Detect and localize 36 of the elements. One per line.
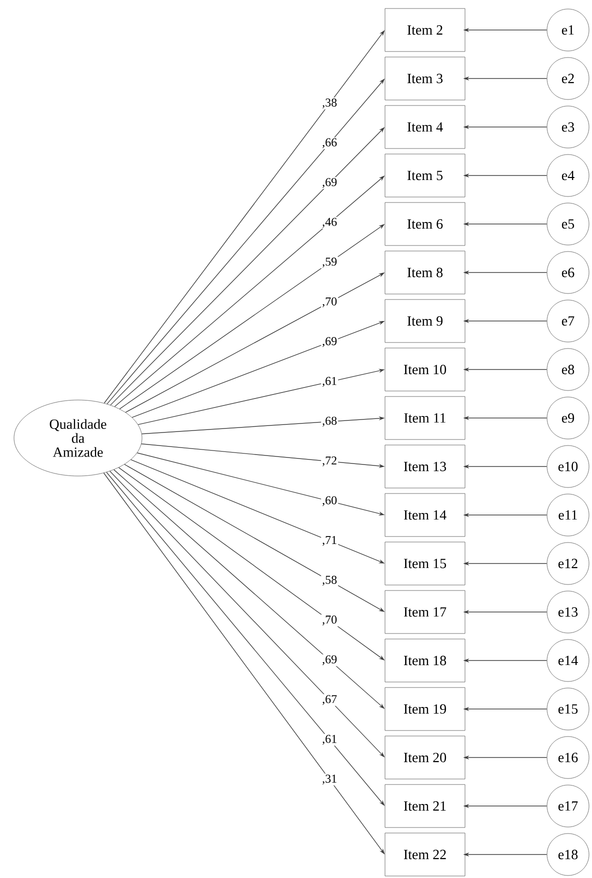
item-box: Item 15 <box>384 542 466 586</box>
item-box: Item 21 <box>384 784 466 828</box>
edge-label: ,68 <box>321 416 338 428</box>
item-box: Item 17 <box>384 590 466 634</box>
edge-label: ,61 <box>321 734 338 746</box>
edge-label: ,70 <box>321 296 338 308</box>
edge-label: ,61 <box>321 376 338 388</box>
edge-label: ,59 <box>321 256 338 268</box>
edge-label: ,71 <box>321 535 338 547</box>
item-box: Item 11 <box>384 396 466 440</box>
edge-label: ,69 <box>321 177 338 189</box>
item-box: Item 13 <box>384 444 466 488</box>
edge-label: ,72 <box>321 455 338 468</box>
edge-label: ,46 <box>321 216 338 229</box>
item-box: Item 6 <box>384 202 466 246</box>
item-box: Item 18 <box>384 638 466 682</box>
item-box: Item 5 <box>384 154 466 198</box>
item-box: Item 22 <box>384 832 466 876</box>
item-box: Item 14 <box>384 493 466 537</box>
item-box: Item 3 <box>384 56 466 100</box>
edge-label: ,38 <box>321 98 338 110</box>
edge-label: ,58 <box>321 574 338 587</box>
item-box: Item 10 <box>384 348 466 392</box>
item-box: Item 8 <box>384 250 466 294</box>
edge-label: ,69 <box>321 654 338 666</box>
item-box: Item 20 <box>384 736 466 780</box>
edge-label: ,67 <box>321 694 338 706</box>
edge-label: ,66 <box>321 137 338 150</box>
item-box: Item 9 <box>384 299 466 343</box>
edge-label: ,60 <box>321 495 338 508</box>
item-box: Item 19 <box>384 687 466 731</box>
item-box: Item 2 <box>384 8 466 52</box>
edge-label: ,69 <box>321 336 338 348</box>
edge-label: ,70 <box>321 614 338 626</box>
item-box: Item 4 <box>384 105 466 149</box>
edge-label: ,31 <box>321 774 338 786</box>
